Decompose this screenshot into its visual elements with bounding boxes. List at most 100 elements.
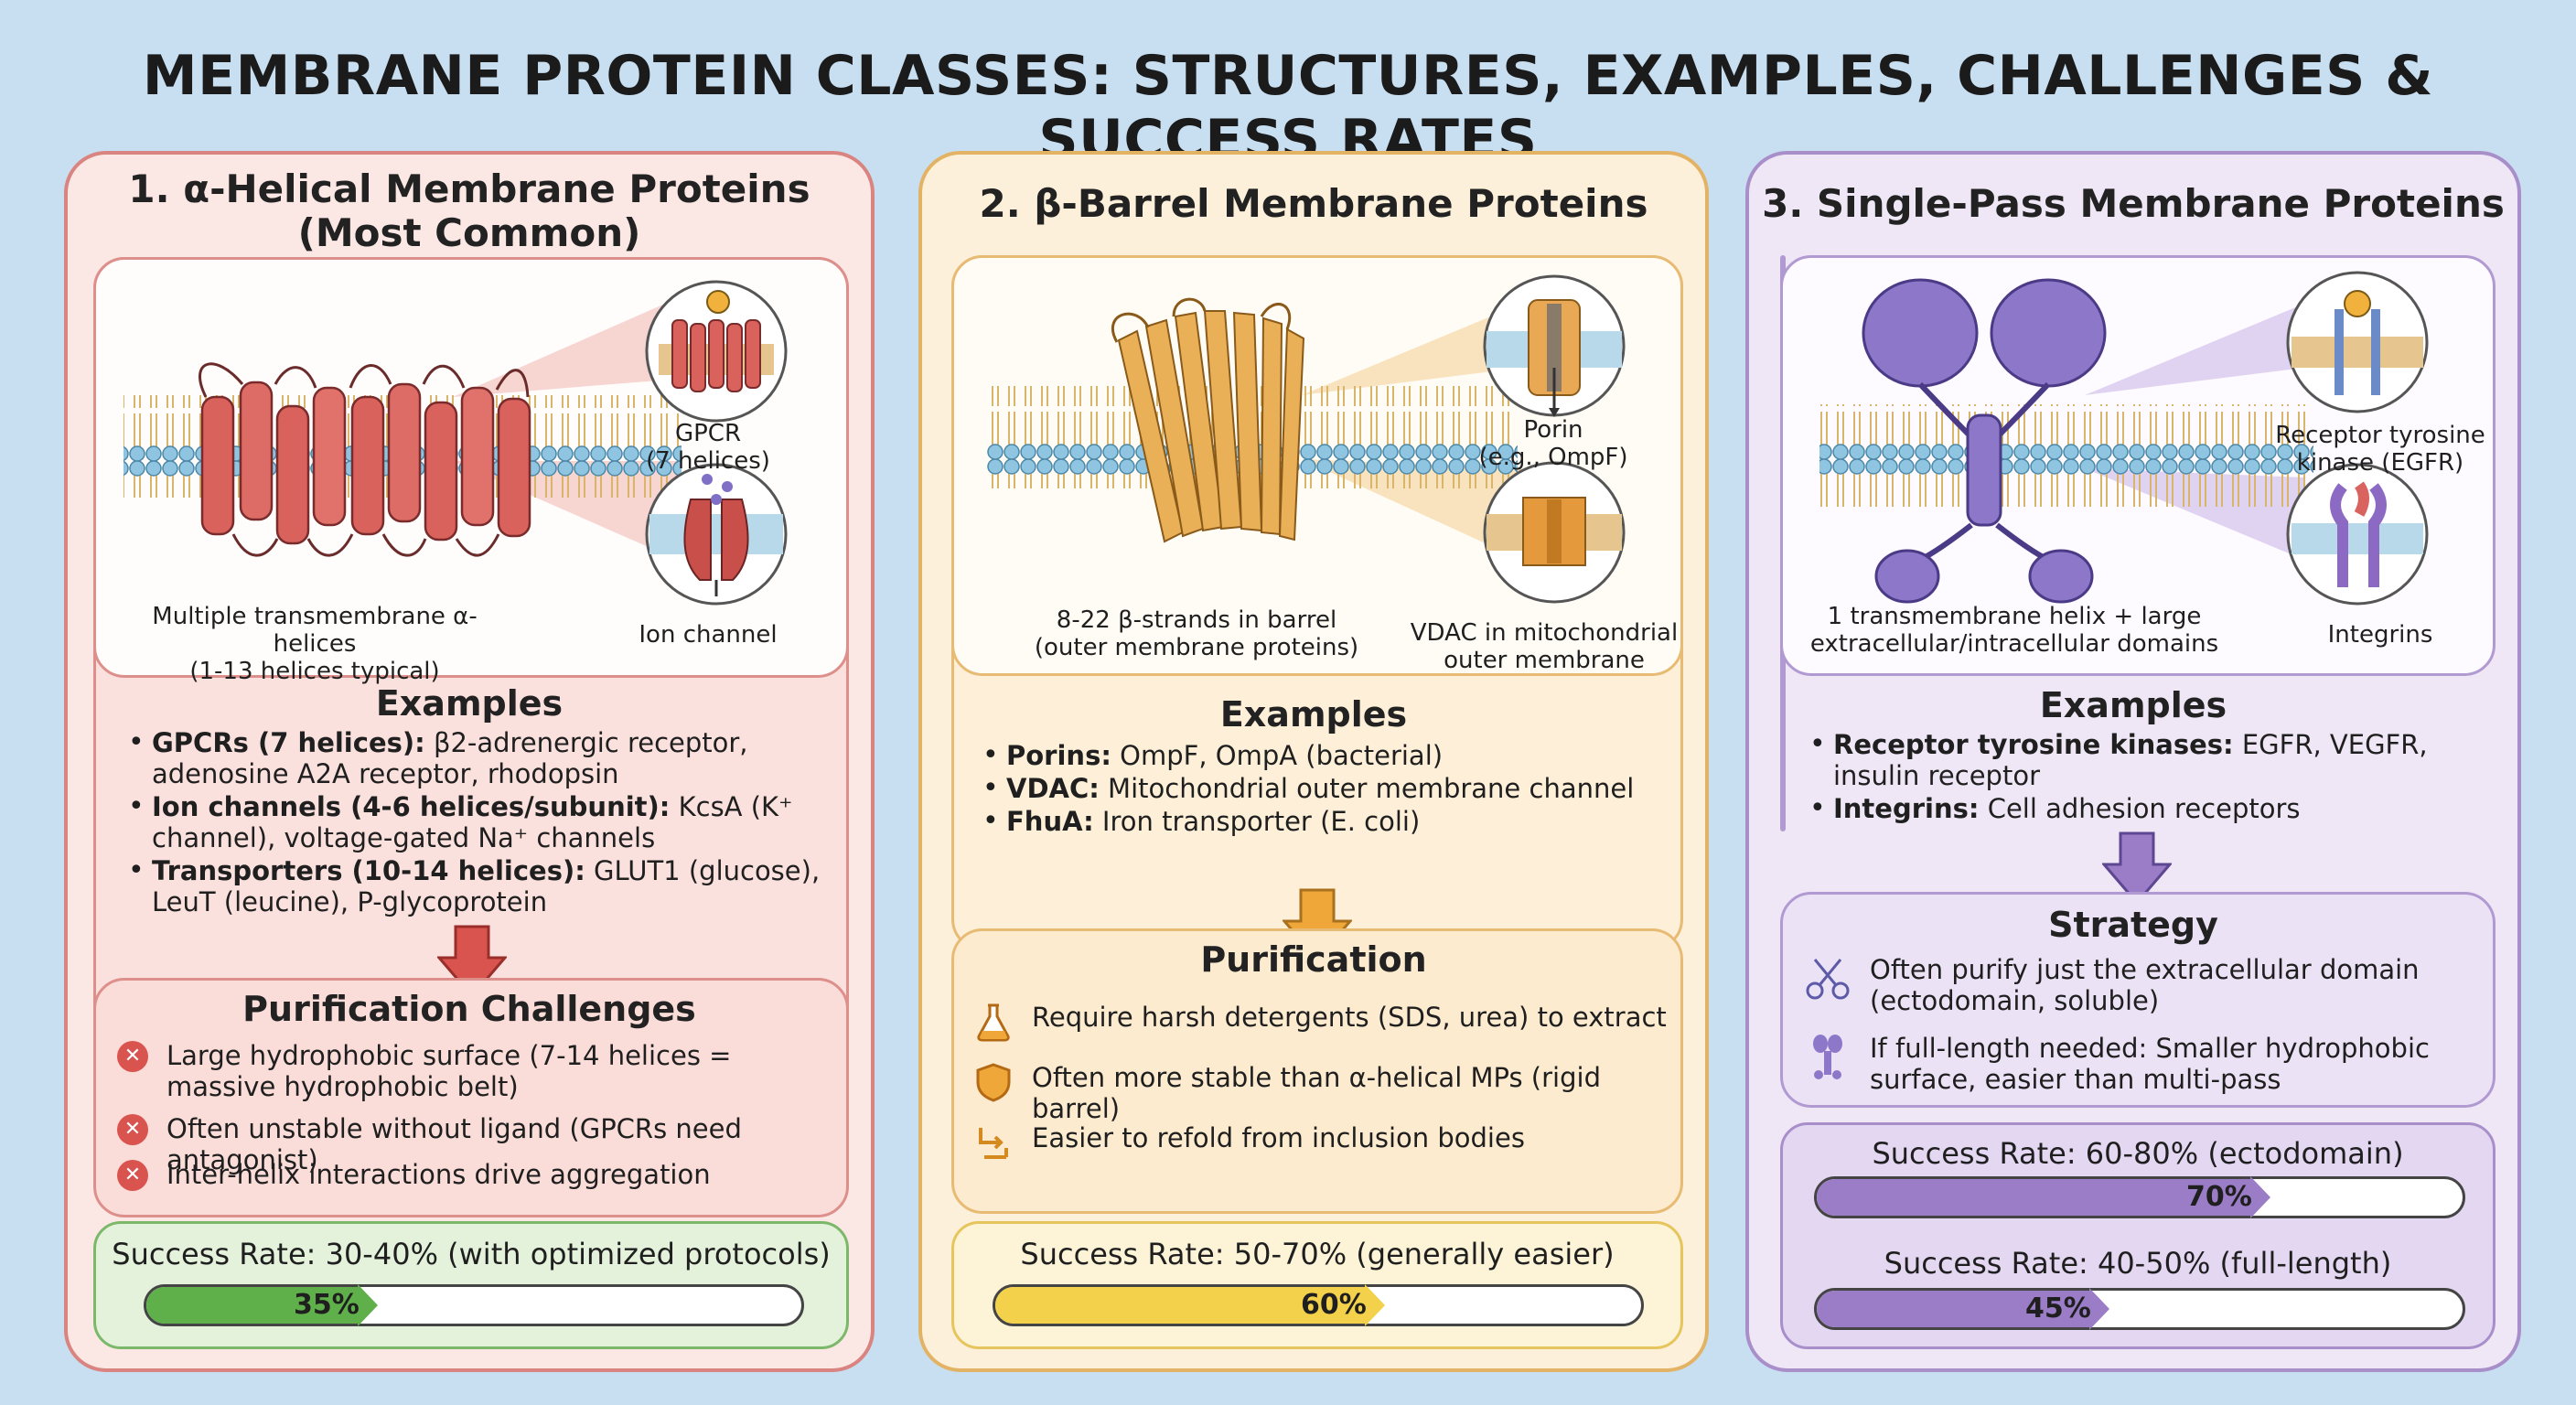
purification-text: Easier to refold from inclusion bodies	[1032, 1122, 1525, 1153]
alpha-success-rate-box: Success Rate: 30-40% (with optimized pro…	[93, 1221, 849, 1349]
beta-example-item: VDAC: Mitochondrial outer membrane chann…	[977, 773, 1672, 804]
alpha-success-bar-arrow	[358, 1284, 378, 1326]
beta-barrel-diagram-caption: 8-22 β-strands in barrel (outer membrane…	[1023, 606, 1370, 661]
alpha-helical-title-line1: 1. α-Helical Membrane Proteins	[128, 166, 810, 211]
gpcr-inset-label-line1: GPCR	[674, 420, 742, 447]
alpha-helical-caption-line2: (1-13 helices typical)	[189, 658, 440, 685]
vdac-inset-label-line2: outer membrane	[1444, 647, 1645, 674]
alpha-example-item: Ion channels (4-6 helices/subunit): KcsA…	[123, 791, 836, 853]
purification-challenges-title: Purification Challenges	[242, 989, 696, 1029]
beta-example-item: Porins: OmpF, OmpA (bacterial)	[977, 740, 1672, 771]
full-length-success-bar-fill	[1817, 1291, 2089, 1327]
rtk-inset-label-line1: Receptor tyrosine	[2275, 422, 2485, 449]
beta-success-rate-label: Success Rate: 50-70% (generally easier)	[1020, 1237, 1615, 1271]
gpcr-inset-label-line2: (7 helices)	[646, 447, 770, 475]
beta-barrel-diagram-panel	[951, 255, 1683, 676]
alpha-success-bar-fill	[146, 1287, 358, 1324]
beta-barrel-caption-line1: 8-22 β-strands in barrel	[1056, 606, 1337, 634]
down-arrow-icon	[2102, 831, 2172, 905]
porin-inset-label-line1: Porin	[1523, 416, 1583, 444]
beta-example-text: OmpF, OmpA (bacterial)	[1111, 740, 1444, 771]
strategy-panel	[1780, 892, 2496, 1108]
alpha-helical-title-line2: (Most Common)	[297, 210, 641, 255]
challenge-text: Inter-helix interactions drive aggregati…	[166, 1159, 711, 1190]
alpha-example-text: β2-adrenergic receptor, adenosine A2A re…	[152, 727, 748, 789]
alpha-helical-caption-line1: Multiple transmembrane α-helices	[152, 603, 478, 658]
single-pass-example-item: Integrins: Cell adhesion receptors	[1804, 793, 2481, 824]
purification-row: Easier to refold from inclusion bodies	[973, 1122, 1678, 1163]
beta-success-bar-fill	[995, 1287, 1365, 1324]
strategy-title: Strategy	[2048, 905, 2218, 945]
alpha-example-item: GPCRs (7 helices): β2-adrenergic recepto…	[123, 727, 836, 789]
beta-example-bold: FhuA:	[1006, 806, 1094, 837]
beta-purification-title: Purification	[1200, 939, 1427, 980]
purification-row: Often more stable than α-helical MPs (ri…	[973, 1062, 1678, 1124]
single-pass-example-text: Cell adhesion receptors	[1979, 793, 2301, 824]
receptor-icon	[1813, 1035, 1842, 1079]
x-circle-icon: ✕	[117, 1041, 148, 1072]
alpha-success-progress-bar: 35%	[144, 1284, 804, 1326]
alpha-helical-diagram-panel	[93, 257, 849, 678]
beta-success-progress-bar: 60%	[993, 1284, 1644, 1326]
single-pass-diagram-panel	[1780, 255, 2496, 676]
porin-inset-label-line2: (e.g., OmpF)	[1478, 444, 1628, 471]
beta-example-bold: Porins:	[1006, 740, 1111, 771]
strategy-text: If full-length needed: Smaller hydrophob…	[1870, 1033, 2430, 1095]
porin-inset-label: Porin (e.g., OmpF)	[1444, 416, 1663, 471]
page-title: MEMBRANE PROTEIN CLASSES: STRUCTURES, EX…	[142, 44, 2434, 172]
challenge-row: ✕ Often unstable without ligand (GPCRs n…	[117, 1113, 840, 1175]
rtk-inset-label-line2: kinase (EGFR)	[2296, 449, 2464, 477]
alpha-success-pct: 35%	[294, 1289, 360, 1321]
gpcr-inset-label: GPCR (7 helices)	[617, 420, 800, 475]
alpha-helical-title: 1. α-Helical Membrane Proteins (Most Com…	[68, 167, 871, 255]
beta-example-text: Mitochondrial outer membrane channel	[1099, 773, 1635, 804]
beta-barrel-column: 2. β-Barrel Membrane Proteins	[918, 151, 1709, 1372]
strategy-text: Often purify just the extracellular doma…	[1870, 954, 2420, 1016]
x-circle-icon: ✕	[117, 1114, 148, 1145]
single-pass-example-item: Receptor tyrosine kinases: EGFR, VEGFR, …	[1804, 729, 2481, 791]
beta-barrel-examples-list: Porins: OmpF, OmpA (bacterial) VDAC: Mit…	[977, 740, 1672, 839]
beta-barrel-caption-line2: (outer membrane proteins)	[1034, 634, 1359, 661]
full-length-success-bar-arrow	[2089, 1288, 2109, 1330]
single-pass-example-bold: Integrins:	[1833, 793, 1980, 824]
single-pass-column: 3. Single-Pass Membrane Proteins	[1745, 151, 2521, 1372]
alpha-example-bold: GPCRs (7 helices):	[152, 727, 425, 758]
vdac-inset-label-line1: VDAC in mitochondrial	[1410, 619, 1679, 647]
challenge-text: Often unstable without ligand (GPCRs nee…	[166, 1113, 742, 1175]
single-pass-diagram-caption: 1 transmembrane helix + large extracellu…	[1795, 603, 2234, 658]
full-length-success-progress-bar: 45%	[1814, 1288, 2465, 1330]
alpha-helical-examples-list: GPCRs (7 helices): β2-adrenergic recepto…	[123, 727, 836, 919]
x-circle-icon: ✕	[117, 1160, 148, 1191]
strategy-row: If full-length needed: Smaller hydrophob…	[1804, 1033, 2481, 1095]
vdac-inset-label: VDAC in mitochondrial outer membrane	[1407, 619, 1681, 674]
ectodomain-success-bar-fill	[1817, 1179, 2250, 1216]
single-pass-title: 3. Single-Pass Membrane Proteins	[1762, 181, 2505, 226]
flask-icon	[977, 1003, 1010, 1042]
beta-success-rate-box: Success Rate: 50-70% (generally easier) …	[951, 1221, 1683, 1349]
beta-purification-panel	[951, 928, 1683, 1214]
alpha-example-bold: Transporters (10-14 helices):	[152, 855, 585, 886]
challenge-row: ✕ Inter-helix interactions drive aggrega…	[117, 1159, 840, 1191]
ion-channel-inset-label: Ion channel	[639, 621, 778, 649]
scissors-icon	[1806, 959, 1850, 1000]
single-pass-examples-list: Receptor tyrosine kinases: EGFR, VEGFR, …	[1804, 729, 2481, 826]
alpha-helical-diagram-caption: Multiple transmembrane α-helices (1-13 h…	[123, 603, 507, 685]
single-pass-caption-line2: extracellular/intracellular domains	[1809, 630, 2219, 658]
alpha-helical-membrane-diagram	[123, 280, 788, 606]
beta-barrel-membrane-diagram	[987, 274, 1626, 604]
ectodomain-success-progress-bar: 70%	[1814, 1176, 2465, 1218]
purification-text: Require harsh detergents (SDS, urea) to …	[1032, 1002, 1667, 1033]
full-length-success-pct: 45%	[2025, 1292, 2091, 1325]
single-pass-membrane-diagram	[1819, 271, 2429, 606]
purification-row: Require harsh detergents (SDS, urea) to …	[973, 1002, 1678, 1042]
purification-challenges-panel	[93, 978, 849, 1217]
alpha-example-item: Transporters (10-14 helices): GLUT1 (glu…	[123, 855, 836, 917]
alpha-helical-column: 1. α-Helical Membrane Proteins (Most Com…	[64, 151, 875, 1372]
ectodomain-success-pct: 70%	[2186, 1181, 2252, 1213]
beta-example-item: FhuA: Iron transporter (E. coli)	[977, 806, 1672, 837]
beta-example-text: Iron transporter (E. coli)	[1093, 806, 1421, 837]
refold-arrows-icon	[979, 1128, 1008, 1159]
down-arrow-icon	[437, 925, 507, 998]
beta-success-pct: 60%	[1301, 1289, 1367, 1321]
